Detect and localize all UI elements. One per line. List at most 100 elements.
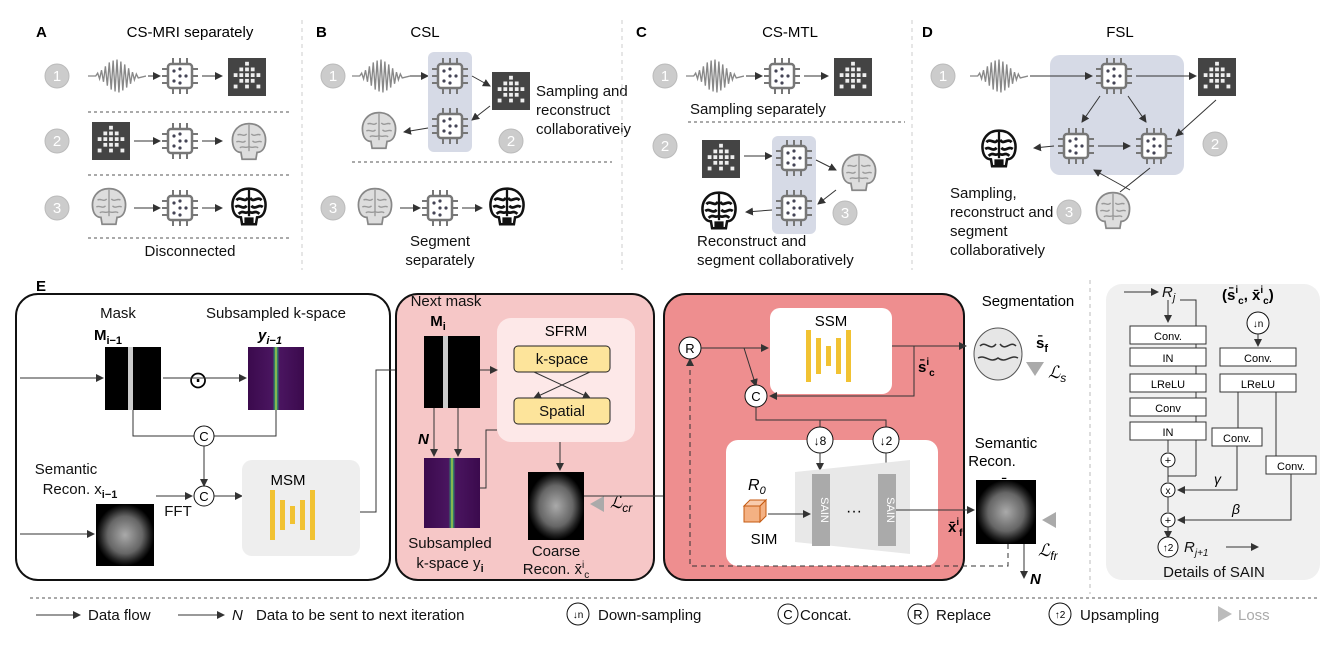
panel-b-collab-3: collaboratively (536, 121, 632, 138)
panel-b-collab-2: reconstruct (536, 102, 611, 119)
subsampled2-label-2: k-space yi (416, 555, 483, 575)
panel-d-letter: D (922, 24, 933, 41)
panel-c-sampling-sep: Sampling separately (690, 101, 826, 118)
panel-b-step-3: 3 (329, 200, 337, 217)
coarse-label-1: Coarse (532, 543, 580, 560)
panel-a-footer: Disconnected (145, 243, 236, 260)
panel-c-collab-2: segment collaboratively (697, 252, 854, 269)
s-c-symbol: s̄ic (918, 357, 935, 379)
legend-down: Down-sampling (598, 607, 701, 624)
panel-c: C CS-MTL 1 Sampling separately 2 3 Recon… (636, 24, 905, 269)
svg-text:IN: IN (1163, 353, 1174, 365)
signal-icon (88, 58, 146, 94)
kspace-image (248, 347, 304, 410)
sim-label: SIM (751, 531, 778, 548)
loss-s: ℒs (1048, 363, 1066, 385)
mask-label: Mask (100, 305, 136, 322)
mask-icon (1198, 58, 1236, 96)
svg-text:R: R (685, 341, 694, 356)
panel-d-collab-3: segment (950, 223, 1008, 240)
svg-text:Spatial: Spatial (539, 403, 585, 420)
panel-c-step-3: 3 (841, 205, 849, 222)
brain-icon (1095, 191, 1131, 230)
segmentation-label: Segmentation (982, 293, 1075, 310)
panel-c-step-2: 2 (661, 138, 669, 155)
panel-b-step-2: 2 (507, 133, 515, 150)
panel-c-collab-1: Reconstruct and (697, 233, 806, 250)
next-mask-label: Next mask (411, 293, 482, 310)
signal-icon (352, 58, 410, 94)
subsampled-label: Subsampled k-space (206, 305, 346, 322)
n-label: N (418, 431, 430, 448)
mask-icon (702, 140, 740, 178)
panel-d-collab-4: collaboratively (950, 242, 1046, 259)
panel-e: E Mask Mi−1 Subsampled k-space yi−1 ⊙ C … (15, 278, 1075, 588)
coarse-label-2: Recon. x̄ic (523, 560, 589, 581)
segmented-brain-icon (981, 129, 1017, 168)
semantic-recon-out-1: Semantic (975, 435, 1038, 452)
panel-c-letter: C (636, 24, 647, 41)
odot-symbol: ⊙ (188, 367, 208, 394)
rj-symbol: Rj (1162, 284, 1176, 304)
sain-caption: Details of SAIN (1163, 564, 1265, 581)
svg-text:↑2: ↑2 (1163, 543, 1174, 554)
legend-data-flow: Data flow (88, 607, 151, 624)
y-symbol: yi−1 (257, 327, 282, 347)
legend-n: N (232, 607, 243, 624)
conv-box (1129, 325, 1207, 345)
svg-text:IN: IN (1163, 427, 1174, 439)
mask-icon (92, 122, 130, 160)
panel-d-step-3: 3 (1065, 204, 1073, 221)
panel-d-title: FSL (1106, 24, 1134, 41)
panel-b-collab-1: Sampling and (536, 83, 628, 100)
network-chip-icon (160, 121, 200, 161)
subsampled2-label-1: Subsampled (408, 535, 491, 552)
next-mask-image (424, 336, 480, 408)
svg-text:LReLU: LReLU (1151, 379, 1185, 391)
fft-label: FFT (164, 503, 192, 520)
svg-text:R: R (913, 607, 922, 622)
mask-icon (834, 58, 872, 96)
segmented-brain-icon (701, 191, 737, 230)
svg-text:Conv.: Conv. (1154, 331, 1182, 343)
kspace-domain-box (513, 345, 611, 373)
msm-unet-bars (270, 490, 315, 540)
svg-text:+: + (1165, 515, 1171, 527)
brain-icon (841, 153, 877, 192)
svg-text:C: C (751, 389, 760, 404)
gamma-symbol: γ (1214, 471, 1222, 487)
r0-cube (742, 498, 768, 524)
panel-b-seg-2: separately (405, 252, 475, 269)
brain-icon (361, 111, 397, 150)
network-chip-icon (160, 188, 200, 228)
panel-b-step-1: 1 (329, 68, 337, 85)
network-chip-icon (762, 56, 802, 96)
panel-d-step-1: 1 (939, 68, 947, 85)
panel-d-collab-1: Sampling, (950, 185, 1017, 202)
mask-icon (492, 72, 530, 110)
brain-icon (357, 187, 393, 226)
s-f-symbol: s̄f (1036, 334, 1048, 355)
legend: Data flow N Data to be sent to next iter… (30, 597, 1320, 626)
panel-e-letter: E (36, 278, 46, 295)
svg-text:LReLU: LReLU (1241, 379, 1275, 391)
upsample-node (1157, 536, 1179, 558)
ellipsis: ··· (846, 503, 862, 520)
mi-symbol: Mi (430, 313, 446, 333)
panel-a-step-2: 2 (53, 133, 61, 150)
mask-symbol: Mi−1 (94, 327, 122, 347)
ssm-label: SSM (815, 313, 848, 330)
svg-text:Conv.: Conv. (1223, 433, 1251, 445)
panel-d-collab-2: reconstruct and (950, 204, 1053, 221)
segmented-brain-icon (231, 187, 267, 226)
svg-text:x: x (1166, 486, 1171, 497)
semantic-recon-image (96, 504, 154, 566)
signal-icon (970, 58, 1028, 94)
segmentation-output-image (973, 327, 1023, 381)
semantic-recon-1: Semantic (35, 461, 98, 478)
loss-cr: ℒcr (610, 493, 633, 515)
svg-text:C: C (783, 607, 792, 622)
brain-icon (91, 187, 127, 226)
conv-box (1219, 347, 1297, 367)
